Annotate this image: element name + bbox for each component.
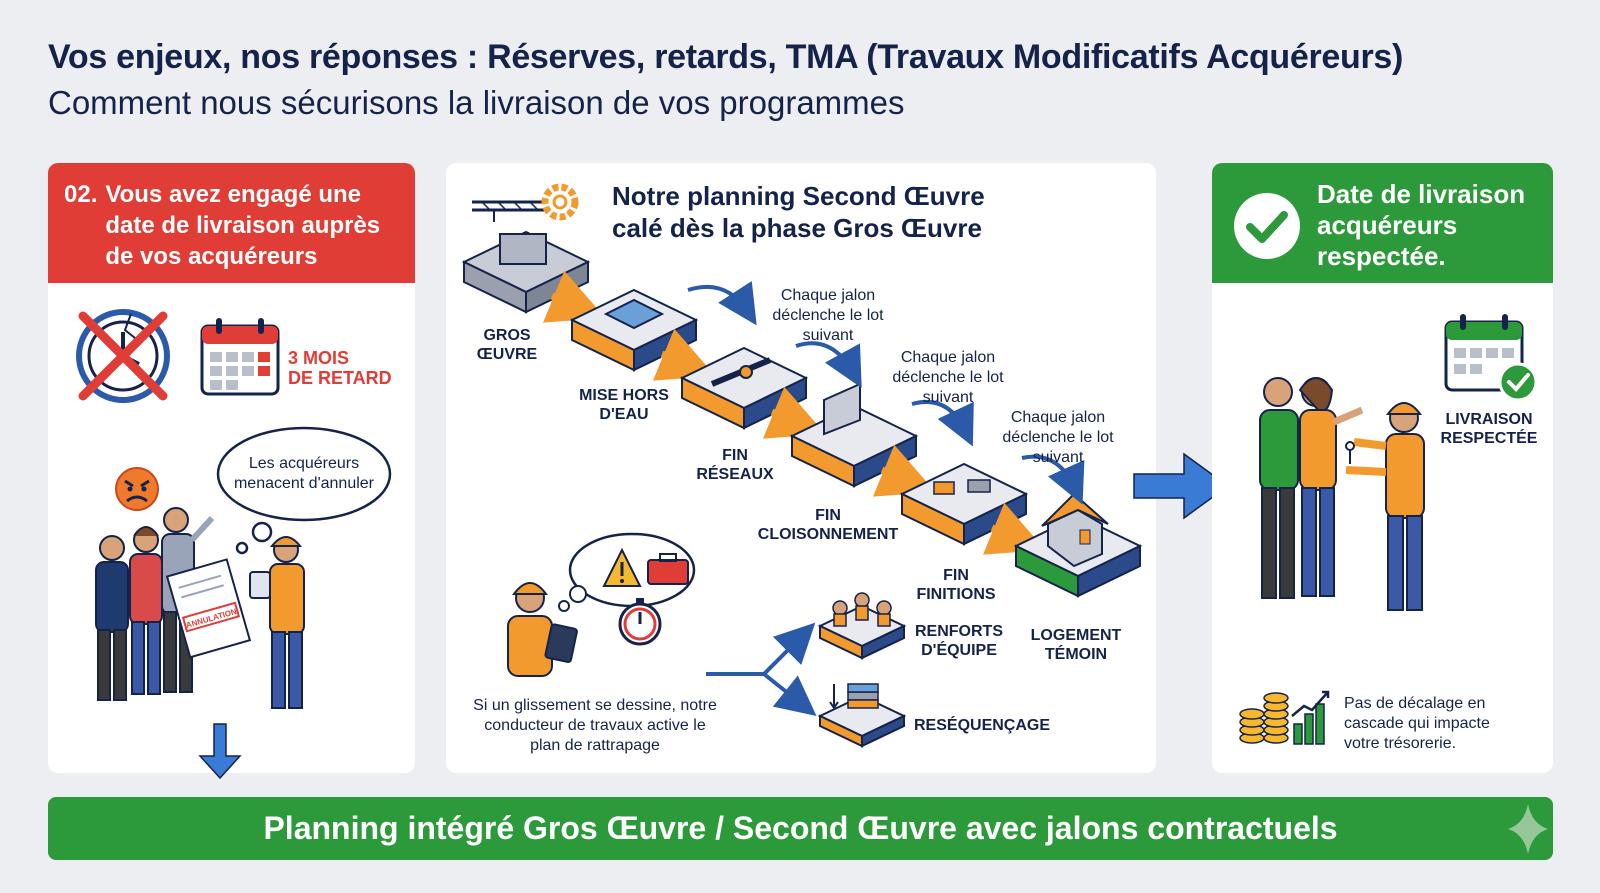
crane-gear-icon <box>472 183 579 222</box>
step-label-2-line1: MISE HORS <box>579 387 669 404</box>
option-reinforcement-line2: D'ÉQUIPE <box>921 642 997 659</box>
warning-icon <box>602 547 642 587</box>
delay-label: 3 MOIS DE RETARD <box>288 348 392 388</box>
milestone-note-1: Chaque jalon déclenche le lot suivant <box>772 287 884 344</box>
step-label-3: FIN RÉSEAUX <box>690 446 780 484</box>
step-label-6-line2: TÉMOIN <box>1044 646 1108 663</box>
milestone-note-3: Chaque jalon déclenche le lot suivant <box>1002 409 1114 466</box>
thought-bubble <box>216 426 392 555</box>
solution-heading-line1: Notre planning Second Œuvre <box>612 181 985 211</box>
step-label-2: MISE HORS D'EAU <box>574 386 674 424</box>
delay-label-line1: 3 MOIS <box>288 348 350 368</box>
step-label-5-line1: FIN <box>943 567 969 584</box>
result-heading: Date de livraison acquéreurs respectée. <box>1317 179 1526 271</box>
resequencing-icon <box>817 683 907 748</box>
branch-arrows <box>706 622 817 716</box>
page-title: Vos enjeux, nos réponses : Réserves, ret… <box>48 38 1404 76</box>
delivery-status-line2: RESPECTÉE <box>1440 430 1538 447</box>
step-label-4-line1: FIN <box>815 507 841 524</box>
big-right-arrow-icon <box>1133 452 1230 520</box>
angry-face-icon <box>115 467 159 511</box>
buyers-group-illustration: ANNULATION <box>95 507 305 709</box>
checkmark-icon <box>1234 193 1300 259</box>
coins-chart-icon <box>1239 690 1330 745</box>
step-label-3-line2: RÉSEAUX <box>696 466 774 483</box>
calendar-check-icon <box>1444 314 1538 402</box>
bottom-banner-text: Planning intégré Gros Œuvre / Second Œuv… <box>263 810 1338 846</box>
down-arrow-icon <box>198 723 242 780</box>
buyer-threat-text: Les acquéreurs menacent d'annuler <box>233 455 375 492</box>
problem-number: 02. <box>64 181 98 208</box>
step-label-6: LOGEMENT TÉMOIN <box>1024 626 1128 664</box>
page-subtitle: Comment nous sécurisons la livraison de … <box>48 84 905 121</box>
slip-note: Si un glissement se dessine, notre condu… <box>473 697 717 754</box>
step-label-2-line2: D'EAU <box>599 406 649 423</box>
problem-header: 02. Vous avez engagé une date de livrais… <box>48 163 415 283</box>
site-manager-illustration <box>507 582 578 677</box>
step-platform-6 <box>1013 492 1143 598</box>
toolbox-icon <box>647 553 689 585</box>
sparkle-icon <box>1508 804 1548 854</box>
step-label-1-line1: GROS <box>483 327 531 344</box>
milestone-note-2: Chaque jalon déclenche le lot suivant <box>892 349 1004 406</box>
cash-flow-note: Pas de décalage en cascade qui impacte v… <box>1344 695 1490 752</box>
step-label-4: FIN CLOISONNEMENT <box>754 506 902 544</box>
team-reinforcement-icon <box>817 592 907 660</box>
step-label-1-line2: ŒUVRE <box>476 346 538 363</box>
solution-heading-line2: calé dès la phase Gros Œuvre <box>612 213 982 243</box>
broken-clock-icon <box>76 309 170 403</box>
step-label-3-line1: FIN <box>722 447 748 464</box>
bottom-banner: Planning intégré Gros Œuvre / Second Œuv… <box>48 797 1553 860</box>
solution-heading: Notre planning Second Œuvre calé dès la … <box>612 180 985 244</box>
option-reinforcement-label: RENFORTS D'ÉQUIPE <box>912 622 1006 660</box>
problem-heading: Vous avez engagé une date de livraison a… <box>105 181 381 270</box>
delivery-status-line1: LIVRAISON <box>1445 411 1533 428</box>
option-resequencing-label: RESÉQUENÇAGE <box>914 717 1051 734</box>
step-label-6-line1: LOGEMENT <box>1030 627 1122 644</box>
worry-cloud <box>558 532 696 646</box>
stopwatch-icon <box>618 598 662 646</box>
delivery-status-label: LIVRAISON RESPECTÉE <box>1434 410 1544 448</box>
step-label-1: GROS ŒUVRE <box>472 326 542 364</box>
delay-label-line2: DE RETARD <box>288 368 392 388</box>
step-label-4-line2: CLOISONNEMENT <box>757 526 899 543</box>
option-reinforcement-line1: RENFORTS <box>915 623 1003 640</box>
step-label-5-line2: FINITIONS <box>916 586 996 603</box>
key-handover-illustration <box>1259 377 1425 611</box>
step-label-5: FIN FINITIONS <box>908 566 1004 604</box>
calendar-icon <box>200 318 280 396</box>
milestone-staircase <box>461 230 1143 598</box>
result-header: Date de livraison acquéreurs respectée. <box>1212 163 1553 283</box>
